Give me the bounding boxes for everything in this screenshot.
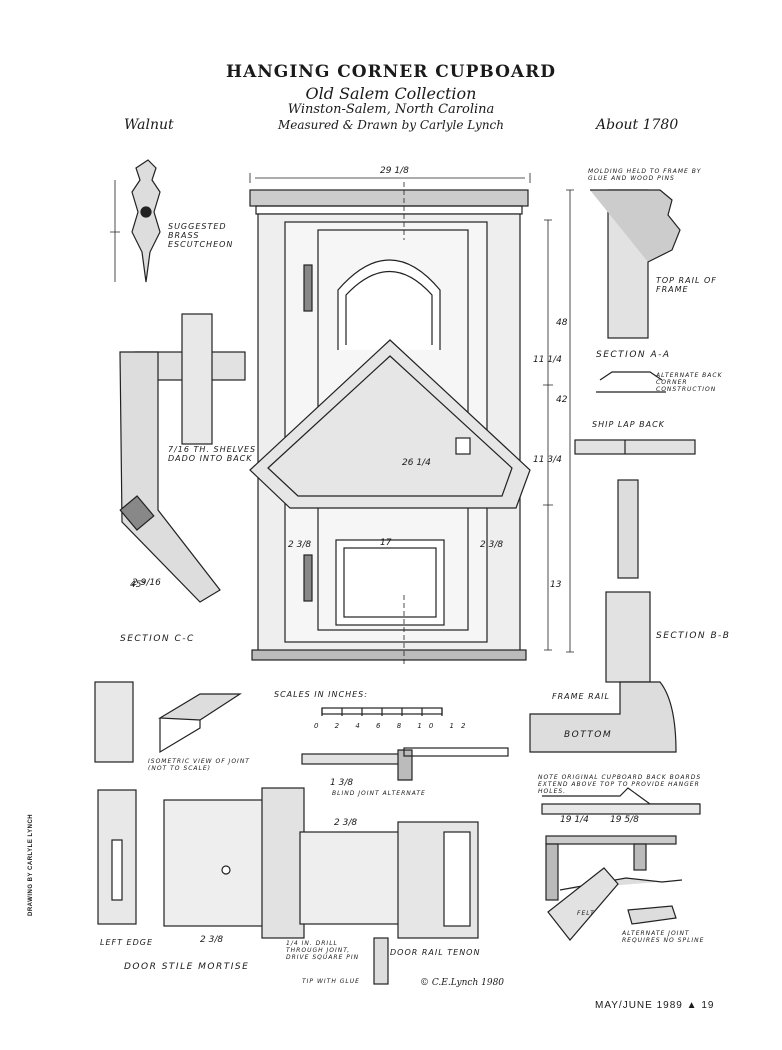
page-footer: MAY/JUNE 1989 ▲ 19 bbox=[595, 1000, 714, 1011]
label-section-bb: Section B-B bbox=[656, 631, 731, 641]
dim-2b: 2 3/8 bbox=[480, 540, 504, 550]
scale-marks: 0 2 4 6 8 10 12 bbox=[314, 722, 473, 730]
dim-width: 29 1/8 bbox=[380, 166, 409, 176]
section-cc-drawing bbox=[119, 313, 246, 603]
byline: Measured & Drawn by Carlyle Lynch bbox=[277, 118, 505, 132]
label-note: Note Original cupboard back boards exten… bbox=[538, 774, 702, 795]
dim-19b: 19 5/8 bbox=[610, 815, 639, 825]
dim-2a: 2 3/8 bbox=[288, 540, 312, 550]
issue-date: MAY/JUNE 1989 bbox=[595, 1000, 683, 1011]
wood-type: Walnut bbox=[124, 117, 174, 133]
door-stile-mortise bbox=[97, 787, 305, 939]
dim-26: 26 1/4 bbox=[402, 458, 431, 468]
label-alt-back: Alternate Back Corner Construction bbox=[656, 372, 723, 393]
dim-stile: 2 3/8 bbox=[200, 935, 224, 945]
label-tip-glue: Tip with Glue bbox=[302, 978, 360, 985]
label-alt-joint: Alternate Joint Requires no Spline bbox=[622, 930, 705, 944]
label-left-edge: Left Edge bbox=[100, 938, 154, 947]
drawing-title: HANGING CORNER CUPBOARD bbox=[226, 62, 556, 82]
scale-bar bbox=[321, 707, 443, 716]
isometric-joint-drawing bbox=[94, 681, 243, 763]
door-rail-tenon bbox=[299, 821, 479, 985]
label-felt: Felt bbox=[577, 910, 595, 917]
dim-45: 45° bbox=[130, 580, 146, 590]
section-bb-drawing bbox=[529, 479, 677, 753]
escutcheon-drawing bbox=[110, 159, 161, 283]
signature: © C.E.Lynch 1980 bbox=[420, 978, 505, 988]
ship-lap-drawing bbox=[574, 439, 696, 455]
label-section-cc: Section C-C bbox=[120, 634, 195, 644]
label-isometric: Isometric View of Joint (Not to Scale) bbox=[148, 758, 250, 772]
label-scales: Scales in Inches: bbox=[274, 690, 368, 699]
triangle-icon: ▲ bbox=[686, 1000, 698, 1011]
label-ship-lap: Ship Lap Back bbox=[592, 420, 665, 429]
dim-19: 19 1/4 bbox=[560, 815, 589, 825]
label-rail-tenon: Door Rail Tenon bbox=[390, 948, 481, 957]
collection-subtitle: Old Salem Collection bbox=[305, 84, 477, 103]
dim-2n: 2 9/16 bbox=[132, 578, 161, 588]
dim-42: 42 bbox=[556, 395, 568, 405]
page-number: 19 bbox=[701, 1000, 715, 1011]
label-molding: Molding held to frame by glue and wood p… bbox=[588, 168, 702, 182]
dim-13: 13 bbox=[550, 580, 562, 590]
dim-17: 17 bbox=[380, 538, 392, 548]
label-frame-rail: Frame Rail bbox=[552, 692, 610, 701]
dim-11a: 11 1/4 bbox=[533, 355, 562, 365]
label-blind-joint: Blind Joint Alternate bbox=[332, 790, 426, 797]
section-aa-drawing bbox=[590, 189, 681, 393]
label-escutcheon: Suggested Brass Escutcheon bbox=[168, 222, 234, 249]
location-subtitle: Winston-Salem, North Carolina bbox=[287, 102, 495, 117]
label-shelves: 7/16 th. Shelves Dado into Back bbox=[168, 445, 257, 463]
label-bottom: Bottom bbox=[564, 730, 613, 740]
label-drill: 1/4 in. Drill Through Joint, Drive Squar… bbox=[286, 940, 360, 961]
dim-tenon: 2 3/8 bbox=[334, 818, 358, 828]
clamp-drawing bbox=[545, 835, 683, 941]
dim-11b: 11 3/4 bbox=[533, 455, 562, 465]
label-top-rail: Top Rail of Frame bbox=[656, 276, 717, 294]
date-label: About 1780 bbox=[596, 117, 679, 133]
blind-joint-drawing bbox=[301, 747, 509, 781]
dim-blind: 1 3/8 bbox=[330, 778, 354, 788]
label-section-aa: Section A-A bbox=[596, 350, 671, 360]
hanger-detail-drawing bbox=[541, 787, 701, 815]
dim-48: 48 bbox=[556, 318, 568, 328]
drawing-credit: DRAWING BY CARLYLE LYNCH bbox=[28, 813, 34, 916]
label-stile-mortise: Door Stile Mortise bbox=[124, 962, 250, 972]
cupboard-elevation bbox=[249, 173, 574, 665]
